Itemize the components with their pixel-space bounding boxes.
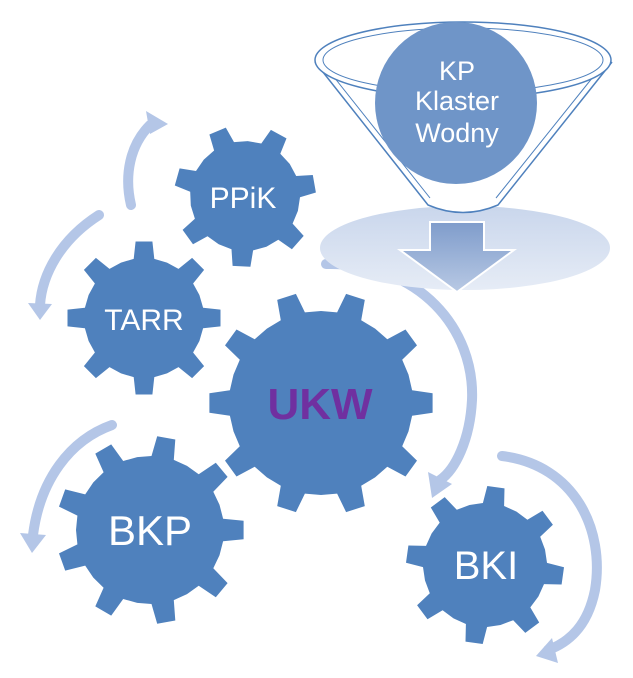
gear-bki: BKI [406,486,564,644]
arrowhead-ukw-right [428,472,452,498]
funnel-label-line1: KP [439,56,475,86]
gear-icon [59,436,244,624]
gear-ukw: UKW [209,293,433,513]
gear-label-bki: BKI [454,544,518,588]
gear-label-bkp: BKP [108,507,192,554]
curved-arrow-ppik-up [123,120,155,210]
gear-label-ukw: UKW [267,380,373,429]
gear-label-tarr: TARR [104,304,183,337]
down-arrow [396,221,518,294]
funnel-inner-body [321,61,606,199]
arrowhead-tarr-left [28,303,52,320]
gear-ppik: PPiK [174,127,316,267]
arrowhead-ppik-up [146,111,168,134]
funnel-label-line3: Wodny [415,118,499,148]
curved-arrow-bki-down [497,451,602,655]
gear-icon [406,486,564,644]
gear-label-ppik: PPiK [210,182,277,215]
arrowhead-bkp-left [20,533,46,553]
funnel: KP Klaster Wodny [314,21,613,294]
gear-bkp: BKP [59,436,244,624]
curved-arrow-bkp-left [28,420,117,540]
funnel-label-line2: Klaster [415,86,499,116]
arrowhead-bki-down [536,638,558,663]
gear-tarr: TARR [67,241,221,395]
curved-arrow-tarr-left [35,210,104,310]
gear-icon [67,241,221,395]
gear-icon [209,293,433,513]
funnel-circle [375,22,537,184]
gear-icon [174,127,316,267]
